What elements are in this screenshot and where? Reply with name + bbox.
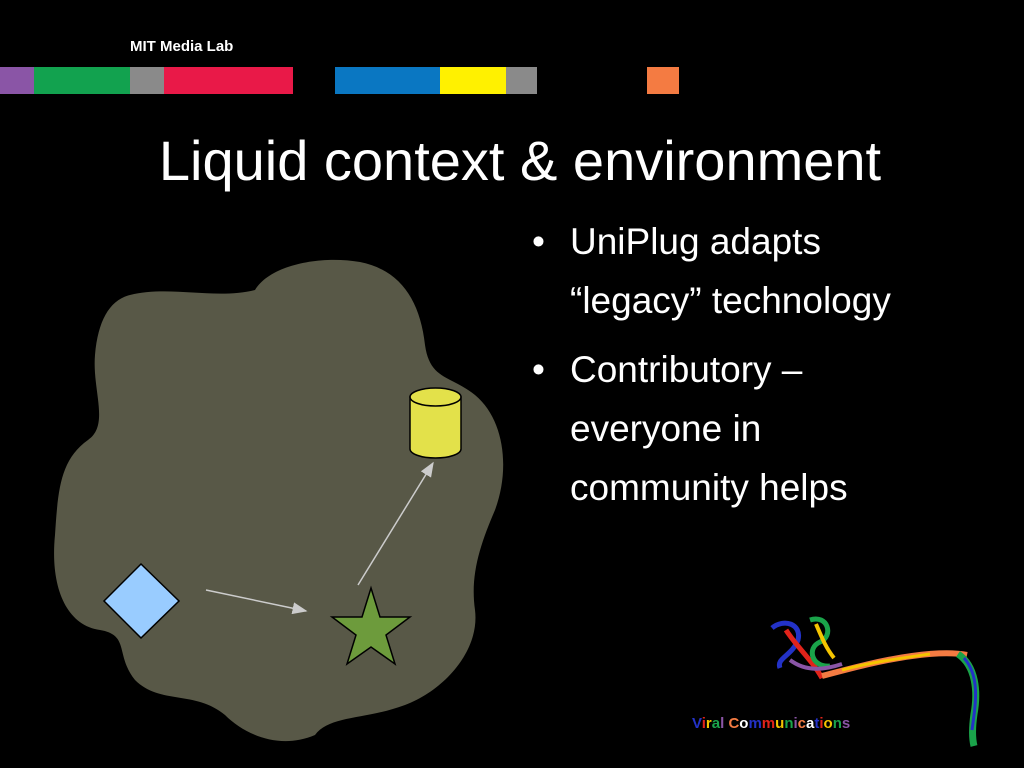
viral-communications-text: Viral Communications — [692, 715, 851, 732]
device-diamond — [102, 562, 181, 640]
color-stripe-gray-1 — [130, 67, 164, 94]
color-stripe-orange — [647, 67, 679, 94]
bullet-line: community helps — [570, 467, 848, 508]
color-stripe-red — [164, 67, 293, 94]
arrow-star-to-cylinder — [357, 461, 434, 586]
bullet-line: UniPlug adapts — [570, 221, 821, 262]
slide-title: Liquid context & environment — [158, 129, 882, 192]
bullet-line: Contributory – — [570, 349, 803, 390]
color-stripe-blue — [335, 67, 440, 94]
data-cylinder — [409, 387, 462, 459]
color-stripe-green — [34, 67, 130, 94]
arrow-diamond-to-star — [205, 589, 308, 615]
bullet-item-uniplug: UniPlug adapts “legacy” technology — [532, 212, 1002, 330]
context-cloud — [54, 259, 504, 742]
bullet-item-contributory: Contributory – everyone in community hel… — [532, 340, 1002, 517]
bullet-line: everyone in — [570, 408, 762, 449]
color-stripe-yellow — [440, 67, 506, 94]
community-star — [329, 585, 413, 666]
viral-communications-logo — [770, 616, 980, 747]
bullet-list: UniPlug adapts “legacy” technology Contr… — [532, 212, 1002, 527]
brand-label: MIT Media Lab — [130, 38, 234, 55]
color-stripe-purple — [0, 67, 34, 94]
viral-communications-label: Viral Communications — [692, 715, 850, 732]
color-stripe-gray-2 — [506, 67, 537, 94]
bullet-line: “legacy” technology — [570, 280, 891, 321]
liquid-diagram — [54, 259, 504, 742]
